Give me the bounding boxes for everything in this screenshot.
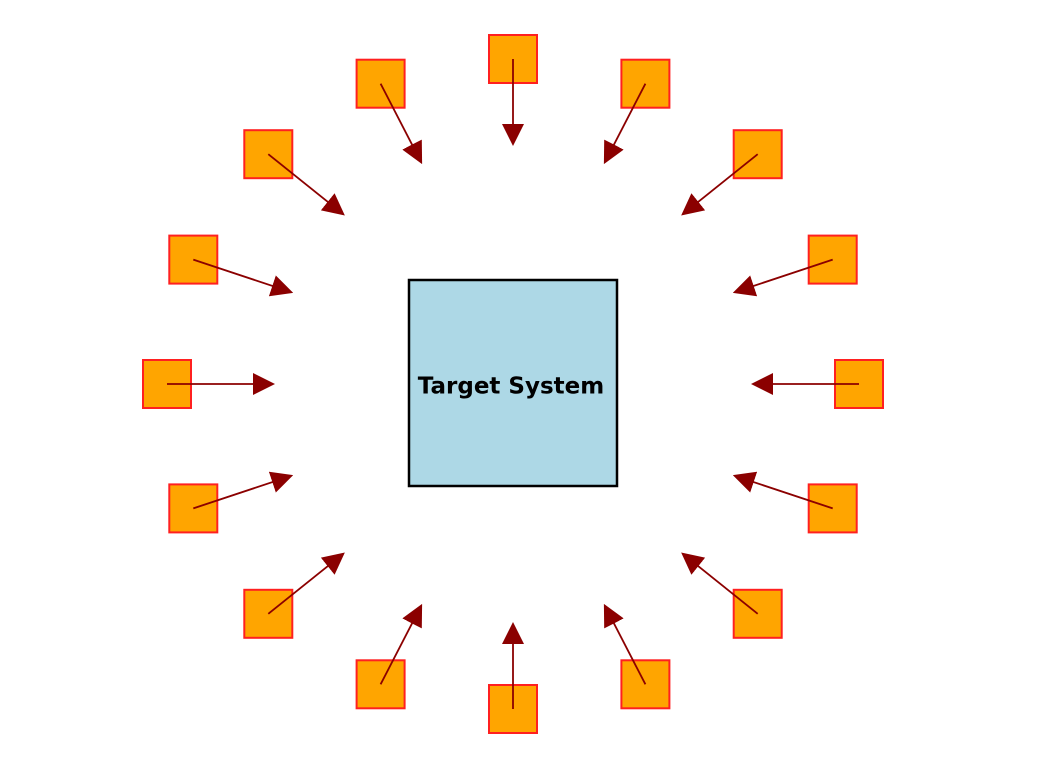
source-arrow [603,83,647,165]
source-arrow [193,258,294,297]
source-arrow [681,552,759,615]
source-node [603,58,671,165]
source-arrow [732,471,833,510]
source-box [807,483,858,534]
source-node [168,471,294,534]
source-node [603,603,671,710]
source-arrow [379,603,423,685]
source-node [732,234,858,297]
source-node [681,552,783,639]
source-node [142,359,275,409]
target-system-box [407,278,619,488]
source-arrow [193,471,294,510]
sources-group [142,34,884,734]
source-arrow [603,603,647,685]
source-arrow [732,258,833,297]
target-system-label: Target System [418,374,604,400]
source-arrow [267,153,345,216]
source-node [732,471,858,534]
source-node [488,622,538,734]
source-node [355,603,423,710]
target-system: Target System [407,278,619,488]
source-arrow [267,552,345,615]
source-arrow [379,83,423,165]
source-node [243,552,345,639]
source-node [488,34,538,146]
source-node [168,234,294,297]
source-box [168,483,219,534]
source-arrow [681,153,759,216]
source-node [243,129,345,216]
source-node [751,359,884,409]
source-node [355,58,423,165]
source-node [681,129,783,216]
